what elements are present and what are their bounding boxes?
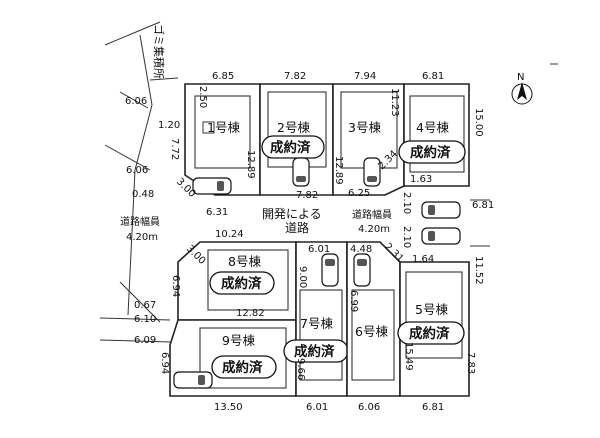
dim-top-1: 6.85 xyxy=(212,71,234,82)
lot-9-name: 9号棟 xyxy=(222,333,255,348)
cars xyxy=(173,157,461,389)
car-icon xyxy=(192,177,232,195)
dim-lower-11: 6.10 xyxy=(134,314,156,325)
lot-5-sold-text: 成約済 xyxy=(409,325,450,342)
lot-4-name: 4号棟 xyxy=(416,120,449,135)
lot-7-sold-text: 成約済 xyxy=(294,343,335,360)
dim-mid-3: 12.89 xyxy=(333,156,344,185)
dim-lower-3: 4.48 xyxy=(350,244,372,255)
dim-lower-2: 6.01 xyxy=(308,244,330,255)
lot-4-sold-text: 成約済 xyxy=(410,144,451,161)
dim-left-e: 6.06 xyxy=(126,165,148,176)
lot-6-name: 6号棟 xyxy=(355,324,388,339)
north-label: N xyxy=(517,72,524,83)
lot-9-sold-badge xyxy=(211,355,277,379)
lot-2: 2号棟 成約済 xyxy=(259,83,334,196)
lot-5: 5号棟 成約済 xyxy=(397,261,470,397)
dim-left-a: 2.50 xyxy=(197,86,208,108)
car-icon xyxy=(292,157,310,187)
dim-right-5: 11.52 xyxy=(473,256,484,285)
lot-8-sold-text: 成約済 xyxy=(221,275,262,292)
car-icon xyxy=(363,157,381,187)
north-arrow-icon: N xyxy=(511,72,533,105)
dim-top-3: 7.94 xyxy=(354,71,376,82)
dim-bottom-1: 13.50 xyxy=(214,402,243,413)
dimension-labels: 6.85 7.82 7.94 6.81 2.50 6.06 1.20 7.72 … xyxy=(125,71,494,413)
dim-lower-15: 15.49 xyxy=(403,342,414,371)
gomi-label: ゴミ集積所 xyxy=(152,24,166,79)
lot-8: 8号棟 成約済 xyxy=(177,241,297,321)
dim-top-4: 6.81 xyxy=(422,71,444,82)
lot-4-sold-badge xyxy=(398,140,466,164)
car-icon xyxy=(421,227,461,245)
dim-left-f: 0.48 xyxy=(132,189,154,200)
dim-left-d: 7.72 xyxy=(169,138,180,160)
dim-lower-9: 6.94 xyxy=(170,275,181,297)
car-icon xyxy=(173,371,213,389)
dim-right-3: 6.81 xyxy=(472,200,494,211)
dim-lower-5: 1.64 xyxy=(412,254,434,265)
dim-right-6: 7.83 xyxy=(465,352,476,374)
dev-road-label-bg xyxy=(258,204,344,236)
dim-mid-7: 11.23 xyxy=(389,88,400,117)
road-width-left-label: 道路幅員 xyxy=(120,215,160,228)
dim-left-b: 6.06 xyxy=(125,96,147,107)
dim-right-1: 15.00 xyxy=(473,108,484,137)
lot-1-name: 1号棟 xyxy=(207,120,240,135)
lot-1: 1号棟 xyxy=(184,83,261,196)
road-labels: 道路幅員 4.20m 開発による 道路 道路幅員 4.20m xyxy=(120,204,392,243)
lot-3-name: 3号棟 xyxy=(348,120,381,135)
lot-4: 4号棟 成約済 xyxy=(398,83,470,187)
dim-bottom-3: 6.06 xyxy=(358,402,380,413)
dev-road-label-2: 道路 xyxy=(285,220,309,235)
dim-lower-8: 12.82 xyxy=(236,308,265,319)
lot-2-sold-badge xyxy=(261,135,325,159)
dim-lower-10: 0.67 xyxy=(134,300,156,311)
car-icon xyxy=(353,253,371,287)
lot-5-name: 5号棟 xyxy=(415,302,448,317)
dim-lower-12: 6.09 xyxy=(134,335,156,346)
dim-lower-14: 9.66 xyxy=(295,358,306,380)
dim-lower-7: 6.99 xyxy=(348,290,359,312)
dim-top-2: 7.82 xyxy=(284,71,306,82)
dim-road-1: 6.31 xyxy=(206,207,228,218)
dim-mid-4: 6.25 xyxy=(348,188,370,199)
lot-7-name: 7号棟 xyxy=(300,316,333,331)
dim-bottom-4: 6.81 xyxy=(422,402,444,413)
lot-3: 3号棟 xyxy=(332,83,405,196)
dim-right-2: 2.10 xyxy=(401,192,412,214)
road-width-right-value: 4.20m xyxy=(358,224,390,235)
dim-right-4: 2.10 xyxy=(401,226,412,248)
lot-9-sold-text: 成約済 xyxy=(222,359,263,376)
lot-8-sold-badge xyxy=(209,271,275,295)
dim-mid-6: 1.63 xyxy=(410,174,432,185)
road-width-right-label: 道路幅員 xyxy=(352,208,392,221)
lot-2-sold-text: 成約済 xyxy=(270,139,311,156)
dim-bottom-2: 6.01 xyxy=(306,402,328,413)
dim-left-c: 1.20 xyxy=(158,120,180,131)
boundary-lines xyxy=(99,21,558,343)
lot-2-name: 2号棟 xyxy=(277,120,310,135)
car-icon xyxy=(421,201,461,219)
car-icon xyxy=(321,253,339,287)
dim-lower-6: 9.00 xyxy=(297,266,308,288)
dim-road-2: 10.24 xyxy=(215,229,244,240)
lot-8-name: 8号棟 xyxy=(228,254,261,269)
dim-lower-13: 6.94 xyxy=(159,352,170,374)
dev-road-label-1: 開発による xyxy=(262,207,322,221)
dim-mid-1: 12.89 xyxy=(245,150,256,179)
lot-5-sold-badge xyxy=(397,321,465,345)
dim-mid-2: 7.82 xyxy=(296,190,318,201)
road-width-left-value: 4.20m xyxy=(126,232,158,243)
